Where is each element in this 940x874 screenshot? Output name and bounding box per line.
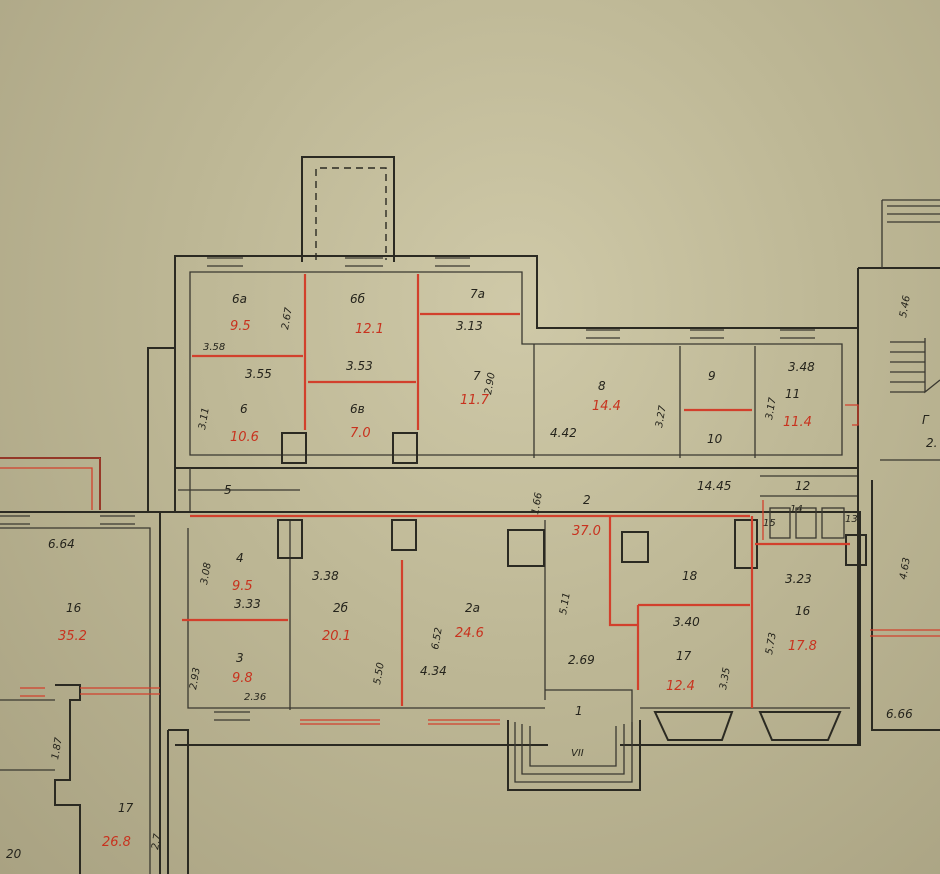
room-2-number: 2 (583, 493, 591, 507)
room-2a-number: 2а (465, 601, 480, 615)
dim-4-42: 4.42 (550, 426, 577, 440)
left-room-16-area: 35.2 (58, 629, 87, 644)
dim-1-66: 1.66 (530, 492, 545, 516)
room-6v-area: 7.0 (350, 426, 371, 441)
room-2a-area: 24.6 (455, 626, 484, 641)
dim-2-90: 2.90 (483, 372, 498, 396)
left-room-17-number: 17 (118, 801, 134, 815)
building-walls (0, 156, 940, 874)
room-7-number: 7 (473, 369, 481, 383)
room-5-number: 5 (224, 483, 232, 497)
room-15-number: 15 (763, 518, 776, 529)
room-11-area: 11.4 (783, 415, 812, 430)
dim-3-38: 3.38 (312, 569, 339, 583)
dim-1-87: 1.87 (50, 736, 65, 760)
room-6b-area: 12.1 (355, 322, 384, 337)
dim-4-63: 4.63 (898, 557, 913, 581)
dim-3-33: 3.33 (234, 597, 261, 611)
room-9-number: 9 (708, 369, 716, 383)
room-13-number: 13 (845, 514, 858, 525)
room-6v-number: 6в (350, 402, 365, 416)
dim-5-11: 5.11 (558, 592, 573, 616)
room-16-number: 16 (795, 604, 811, 618)
room-7a-number: 7а (470, 287, 485, 301)
dim-2-69: 2.69 (568, 653, 595, 667)
room-labels: 6а 9.5 6б 12.1 7а 6 10.6 6в 7.0 7 11.7 8… (6, 287, 930, 861)
dim-3-48: 3.48 (788, 360, 815, 374)
room-10-number: 10 (707, 432, 723, 446)
dim-6-66: 6.66 (886, 707, 913, 721)
room-2-area: 37.0 (572, 524, 601, 539)
room-16-area: 17.8 (788, 639, 817, 654)
room-3-area: 9.8 (232, 671, 253, 686)
dim-3-08: 3.08 (199, 562, 214, 586)
room-2b-area: 20.1 (322, 629, 351, 644)
room-8-area: 14.4 (592, 399, 621, 414)
dim-2-67: 2.67 (280, 306, 295, 330)
dim-5-73: 5.73 (764, 632, 779, 656)
room-6-number: 6 (240, 402, 248, 416)
room-2b-number: 2б (333, 601, 349, 615)
room-18-number: 18 (682, 569, 698, 583)
room-3-number: 3 (236, 651, 244, 665)
room-8-number: 8 (598, 379, 606, 393)
left-room-20-number: 20 (6, 847, 22, 861)
room-1-number: 1 (575, 704, 583, 718)
dim-3-23: 3.23 (785, 572, 812, 586)
room-6a-area: 9.5 (230, 319, 251, 334)
dim-2-7: 2.7 (150, 832, 164, 850)
dim-3-40: 3.40 (673, 615, 700, 629)
dim-3-17: 3.17 (764, 396, 779, 420)
dim-3-35: 3.35 (718, 667, 733, 691)
dim-3-58: 3.58 (203, 342, 225, 353)
room-7-area: 11.7 (460, 393, 490, 408)
room-6-area: 10.6 (230, 430, 259, 445)
room-6a-number: 6а (232, 292, 247, 306)
room-12-number: 12 (795, 479, 810, 493)
left-room-16-number: 16 (66, 601, 82, 615)
dim-3-13: 3.13 (456, 319, 483, 333)
dim-3-27: 3.27 (654, 404, 669, 428)
dim-6-64: 6.64 (48, 537, 75, 551)
dim-4-34: 4.34 (420, 664, 447, 678)
dim-3-53: 3.53 (346, 359, 373, 373)
left-room-17-area: 26.8 (102, 835, 131, 850)
dimension-labels: 2.67 3.13 2.90 3.58 3.55 3.53 3.11 4.42 … (48, 295, 937, 851)
room-11-number: 11 (785, 387, 800, 401)
dim-3-11: 3.11 (197, 407, 212, 431)
room-6b-number: 6б (350, 292, 366, 306)
dim-6-52: 6.52 (430, 627, 445, 651)
room-17-area: 12.4 (666, 679, 695, 694)
room-4-area: 9.5 (232, 579, 253, 594)
room-17-number: 17 (676, 649, 692, 663)
dim-5-50: 5.50 (372, 662, 387, 686)
dim-3-55: 3.55 (245, 367, 272, 381)
dim-2-93: 2.93 (188, 667, 203, 691)
room-14-number: 14 (790, 504, 803, 515)
dim-2: 2. (926, 436, 937, 450)
room-4-number: 4 (236, 551, 244, 565)
dim-2-36: 2.36 (244, 692, 266, 703)
dim-14-45: 14.45 (697, 479, 731, 493)
proposed-partitions (0, 274, 940, 725)
dim-5-46: 5.46 (898, 295, 913, 319)
entrance-mark: VII (571, 748, 584, 759)
staircase-mark: Г (922, 413, 930, 427)
